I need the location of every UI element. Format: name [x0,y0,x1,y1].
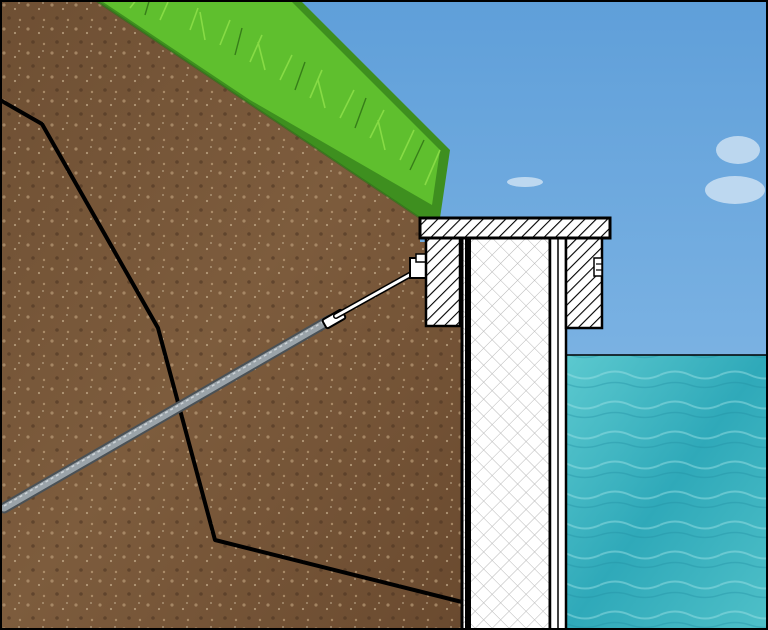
clouds [507,136,765,204]
tie-rod [333,265,425,319]
wood-beam-left [424,236,462,328]
grass [95,0,450,218]
concrete-wall [460,234,552,630]
coping-cap [418,216,612,240]
excavation-outline [0,98,463,604]
slope-edge [94,0,421,219]
tie-rod-nut [415,253,427,263]
water-ripples [566,355,768,630]
ground-anchor-rod [0,314,336,514]
soil-texture [0,0,462,630]
beam-fastener [593,257,603,277]
wood-beam-right [564,236,604,330]
